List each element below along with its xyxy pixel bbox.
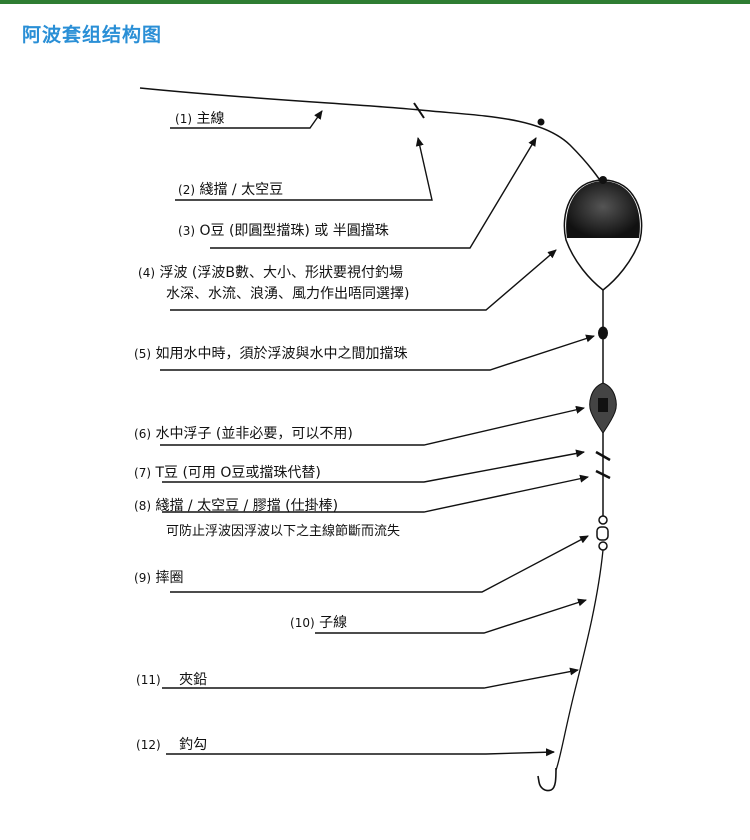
label-text: T豆 (可用 O豆或擋珠代替) [155, 465, 321, 481]
label-text: 水中浮子 (並非必要，可以不用) [155, 426, 353, 442]
line-stopper-mark [413, 102, 425, 119]
label-8-line2: 可防止浮波因浮波以下之主線節斷而流失 [166, 524, 401, 539]
top-border [0, 0, 750, 4]
page-title: 阿波套组结构图 [22, 24, 163, 46]
float-top [566, 181, 640, 238]
label-10: (10) 子線 [290, 615, 348, 631]
label-2: (2) 綫擋 / 太空豆 [178, 182, 284, 198]
label-text: O豆 (即圓型擋珠) 或 半圓擋珠 [199, 223, 389, 239]
label-text: 主線 [196, 111, 225, 127]
label-number: ( [175, 112, 180, 126]
label-4-line2: 水深、水流、浪湧、風力作出唔同選擇) [166, 286, 410, 302]
label-7: (7) T豆 (可用 O豆或擋珠代替) [134, 465, 321, 481]
label-3: (3) O豆 (即圓型擋珠) 或 半圓擋珠 [178, 223, 389, 239]
stopper-bead [598, 326, 608, 340]
t-bead [595, 450, 611, 462]
label-5: (5) 如用水中時，須於浮波與水中之間加擋珠 [134, 346, 408, 362]
label-text: 綫擋 / 太空豆 / 膠擋 (仕掛棒) [155, 498, 339, 514]
label-1: (1) 主線 [175, 111, 225, 127]
label-text: 浮波 (浮波B數、大小、形狀要視付釣場 [159, 265, 403, 281]
label-11: (11) 夾鉛 [136, 672, 208, 688]
hook [537, 767, 557, 792]
label-text: 子線 [319, 615, 348, 631]
label-8: (8) 綫擋 / 太空豆 / 膠擋 (仕掛棒) [134, 498, 339, 514]
o-bead-mark [537, 118, 545, 126]
leader-line [555, 549, 604, 771]
label-9: (9) 摔圈 [134, 570, 184, 586]
main-line [139, 87, 604, 186]
label-12: (12) 釣勾 [136, 737, 208, 753]
label-text: 夾鉛 [179, 672, 208, 688]
label-4: (4) 浮波 (浮波B數、大小、形狀要視付釣場 [138, 265, 403, 281]
label-text: 摔圈 [155, 570, 184, 586]
label-text: 如用水中時，須於浮波與水中之間加擋珠 [155, 346, 408, 362]
swivel [596, 526, 609, 541]
label-6: (6) 水中浮子 (並非必要，可以不用) [134, 426, 353, 442]
label-text: 綫擋 / 太空豆 [199, 182, 284, 198]
line-stopper-2 [595, 469, 611, 480]
label-text: 釣勾 [179, 737, 208, 753]
